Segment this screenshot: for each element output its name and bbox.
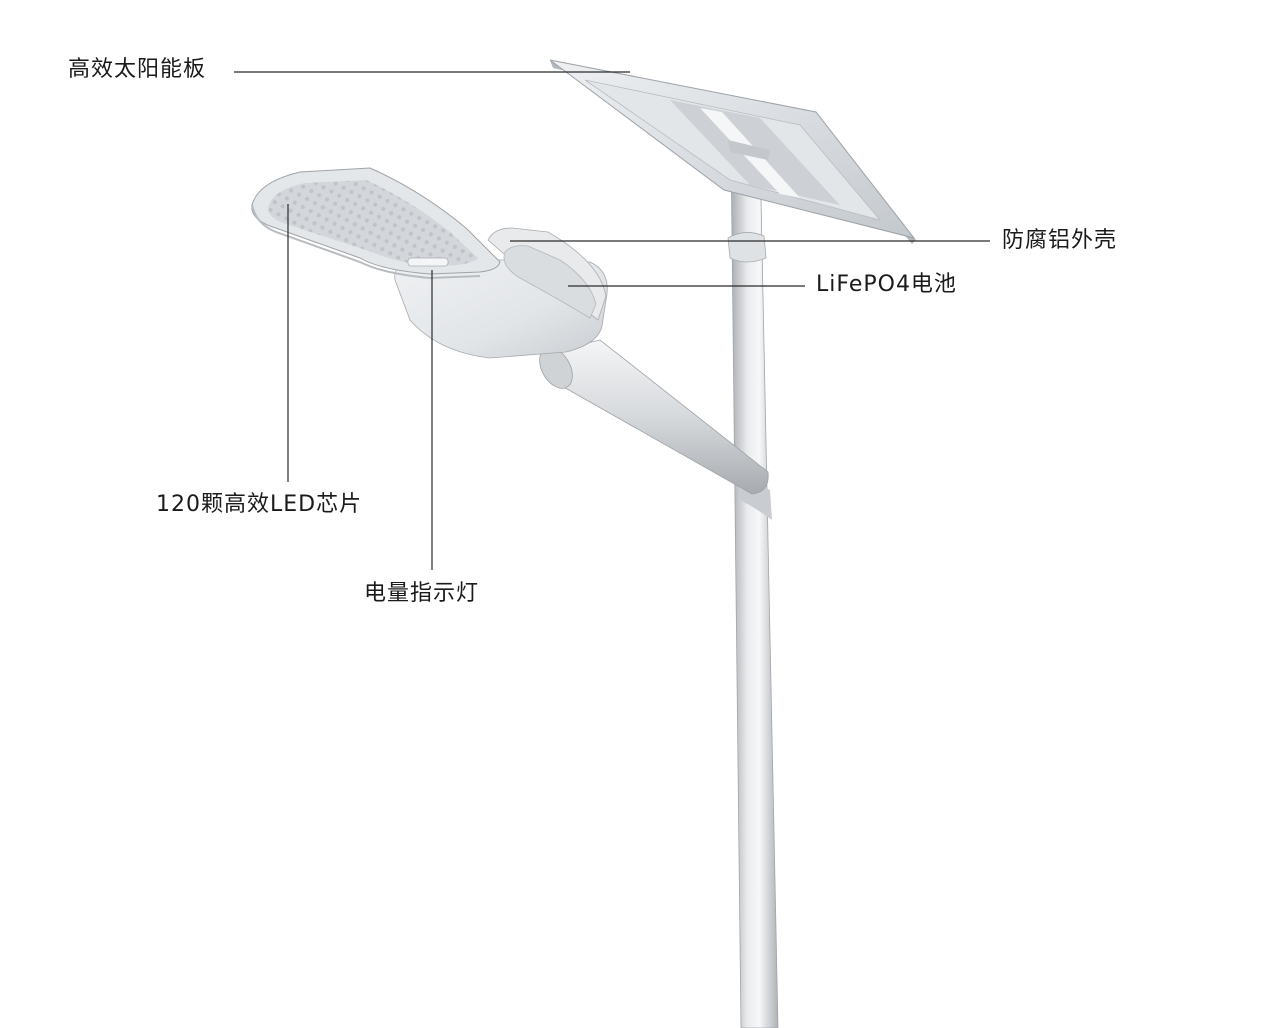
solar-panel-label: 高效太阳能板 <box>68 57 207 82</box>
led-chips-label: 120颗高效LED芯片 <box>156 492 363 517</box>
solar-panel <box>549 59 916 244</box>
pole <box>727 149 779 1028</box>
lamp-head <box>251 167 608 359</box>
lamp-arm <box>539 339 769 495</box>
indicator-label: 电量指示灯 <box>364 581 480 606</box>
housing-label: 防腐铝外壳 <box>1002 228 1118 253</box>
battery-label: LiFePO4电池 <box>816 272 957 297</box>
